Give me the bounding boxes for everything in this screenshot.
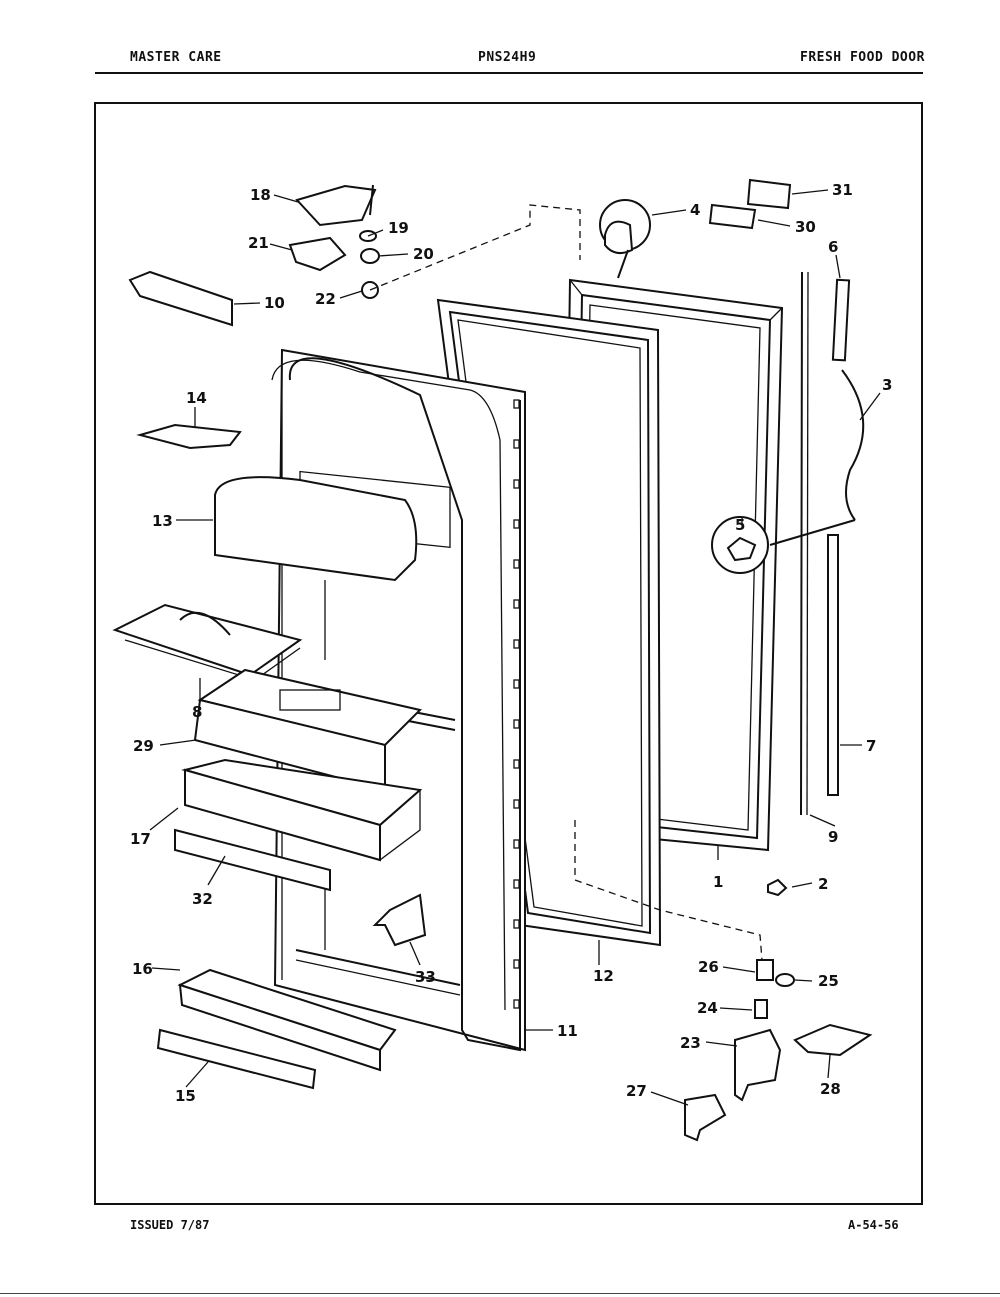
- footer-page-code: A-54-56: [848, 1218, 899, 1232]
- header-model-label: PNS24H9: [478, 50, 537, 65]
- callout-6: 6: [828, 238, 838, 256]
- callout-4: 4: [690, 201, 700, 219]
- strip-7: [827, 534, 839, 796]
- trim-strip-32: [174, 828, 331, 892]
- callout-30: 30: [795, 218, 816, 236]
- callout-9: 9: [828, 828, 838, 846]
- hinge-cover: [136, 423, 242, 450]
- callout-3: 3: [882, 376, 892, 394]
- callout-19: 19: [388, 219, 409, 237]
- cap-2: [767, 878, 788, 897]
- bottom-hinge-hardware: [684, 959, 873, 1142]
- butter-compartment: [181, 758, 423, 862]
- shim-30: [708, 203, 757, 230]
- diagram-frame: [94, 102, 923, 1205]
- callout-28: 28: [820, 1080, 841, 1098]
- callout-32: 32: [192, 890, 213, 908]
- dashed-guide-bottom: [574, 820, 763, 961]
- callout-12: 12: [593, 967, 614, 985]
- strip-6: [831, 278, 851, 362]
- callout-24: 24: [697, 999, 718, 1017]
- callout-27: 27: [626, 1082, 647, 1100]
- callout-18: 18: [250, 186, 271, 204]
- dashed-guide-top: [369, 204, 581, 291]
- wire-harness-3: [841, 369, 865, 521]
- callout-10: 10: [264, 294, 285, 312]
- callout-2: 2: [818, 875, 828, 893]
- callout-5: 5: [735, 516, 745, 534]
- bracket-33: [372, 893, 427, 947]
- callout-26: 26: [698, 958, 719, 976]
- rod-9: [800, 271, 803, 816]
- callout-13: 13: [152, 512, 173, 530]
- door-stop-5: [711, 516, 769, 574]
- egg-tray: [112, 603, 303, 681]
- bottom-rule: [0, 1293, 1000, 1294]
- callout-31: 31: [832, 181, 853, 199]
- callout-8: 8: [192, 703, 202, 721]
- callout-14: 14: [186, 389, 207, 407]
- footer-issued-label: ISSUED 7/87: [130, 1218, 210, 1232]
- callout-25: 25: [818, 972, 839, 990]
- callout-21: 21: [248, 234, 269, 252]
- callout-1: 1: [713, 873, 723, 891]
- callout-11: 11: [557, 1022, 578, 1040]
- header-section-label: FRESH FOOD DOOR: [800, 50, 925, 65]
- callout-20: 20: [413, 245, 434, 263]
- callout-29: 29: [133, 737, 154, 755]
- callout-23: 23: [680, 1034, 701, 1052]
- callout-22: 22: [315, 290, 336, 308]
- leader-lines: [149, 189, 881, 1106]
- trim-strip-15: [156, 1028, 317, 1090]
- callout-16: 16: [132, 960, 153, 978]
- header-rule: [95, 72, 923, 74]
- top-hinge-assembly: [128, 184, 380, 327]
- callout-15: 15: [175, 1087, 196, 1105]
- pad-31: [746, 178, 792, 210]
- callout-33: 33: [415, 968, 436, 986]
- bottom-shelf: [177, 968, 397, 1072]
- header-left-label: MASTER CARE: [130, 50, 222, 65]
- hinge-pin-bolt: [599, 199, 651, 279]
- dairy-door: [214, 476, 418, 582]
- callout-7: 7: [866, 737, 876, 755]
- callout-17: 17: [130, 830, 151, 848]
